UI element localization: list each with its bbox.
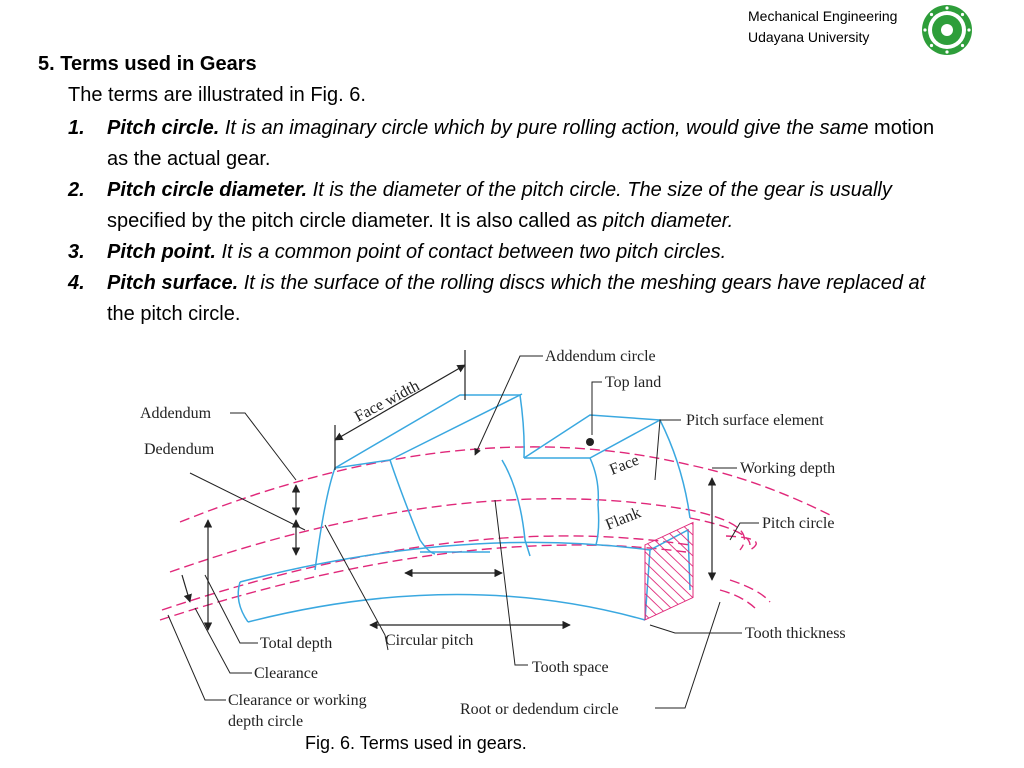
tooth-left-face-line — [389, 393, 523, 461]
label-clearance: Clearance — [254, 665, 318, 682]
term-definition-italic: It is a common point of contact between … — [215, 241, 727, 263]
term-definition-italic: It is the diameter of the pitch circle. … — [307, 179, 892, 201]
rim-bottom — [247, 593, 646, 623]
term-definition-italic: It is the surface of the rolling discs w… — [238, 272, 926, 294]
term-definition-italic-end: pitch diameter. — [602, 210, 734, 232]
label-circular-pitch: Circular pitch — [385, 632, 473, 649]
term-number: 3. — [68, 241, 85, 263]
label-working-depth: Working depth — [740, 460, 835, 477]
label-face-width: Face width — [352, 377, 422, 425]
university-seal-icon — [922, 5, 972, 55]
label-total-depth: Total depth — [260, 635, 332, 652]
rim-top — [239, 541, 651, 583]
term-name: Pitch point. — [107, 241, 216, 263]
term-item: 3. Pitch point. It is a common point of c… — [68, 237, 948, 268]
tooth-right-land — [589, 457, 600, 546]
leader-lines — [167, 355, 759, 709]
term-item: 1. Pitch circle. It is an imaginary circl… — [68, 113, 948, 175]
section-title: 5. Terms used in Gears — [38, 53, 257, 75]
label-addendum: Addendum — [140, 405, 212, 422]
label-tooth-thickness: Tooth thickness — [745, 625, 846, 642]
working-depth-circle-line — [161, 535, 691, 611]
header-department: Mechanical Engineering — [748, 8, 898, 24]
label-pitch-circle: Pitch circle — [762, 515, 834, 532]
gear-terms-diagram: Addendum Dedendum Face width Addendum ci… — [140, 348, 846, 730]
addendum-circle-line — [179, 446, 831, 523]
pitch-circle-line — [169, 498, 757, 573]
label-face: Face — [607, 452, 641, 479]
term-name: Pitch circle. — [107, 117, 220, 139]
label-top-land: Top land — [605, 374, 661, 391]
label-root-circle: Root or dedendum circle — [460, 701, 619, 718]
label-flank: Flank — [603, 504, 643, 533]
term-name: Pitch circle diameter. — [107, 179, 308, 201]
clearance-circle-line — [159, 544, 687, 621]
term-definition-italic: It is an imaginary circle which by pure … — [219, 117, 869, 139]
gear-outline — [237, 393, 691, 623]
term-number: 1. — [68, 117, 85, 139]
tooth-right-front — [501, 459, 531, 557]
tooth-right — [524, 418, 691, 519]
clearance-arrow — [181, 574, 192, 603]
rim-left — [237, 581, 249, 623]
right-dashed-1 — [729, 579, 771, 603]
term-definition: motion as the actual gear. — [107, 117, 935, 170]
term-number: 2. — [68, 179, 85, 201]
label-addendum-circle: Addendum circle — [545, 348, 656, 365]
top-land-dot — [586, 438, 594, 446]
term-name: Pitch surface. — [107, 272, 239, 294]
label-clearance-circle-2: depth circle — [228, 713, 303, 730]
intro-text: The terms are illustrated in Fig. 6. — [68, 84, 366, 106]
term-definition: specified by the pitch circle diameter. … — [107, 210, 603, 232]
label-pitch-surface-element: Pitch surface element — [686, 412, 824, 429]
face-width-arrow — [334, 364, 466, 441]
label-dedendum: Dedendum — [144, 441, 215, 458]
terms-list: 1. Pitch circle. It is an imaginary circl… — [68, 113, 948, 330]
label-clearance-circle-1: Clearance or working — [228, 692, 367, 709]
dashed-circles — [159, 446, 831, 621]
hatched-section — [644, 521, 694, 621]
dimension-arrows — [181, 350, 717, 631]
tooth-right-top — [523, 414, 661, 459]
term-definition: the pitch circle. — [107, 303, 241, 325]
pitch-circle-line-right — [689, 517, 751, 546]
term-number: 4. — [68, 272, 85, 294]
header-university: Udayana University — [748, 29, 870, 45]
term-item: 4. Pitch surface. It is the surface of th… — [68, 268, 948, 330]
header: Mechanical Engineering Udayana Universit… — [748, 6, 897, 48]
tooth-left — [314, 459, 436, 571]
label-tooth-space: Tooth space — [532, 659, 609, 676]
term-item: 2. Pitch circle diameter. It is the diame… — [68, 175, 948, 237]
right-dashed-2 — [719, 589, 756, 609]
figure-caption: Fig. 6. Terms used in gears. — [305, 733, 527, 753]
